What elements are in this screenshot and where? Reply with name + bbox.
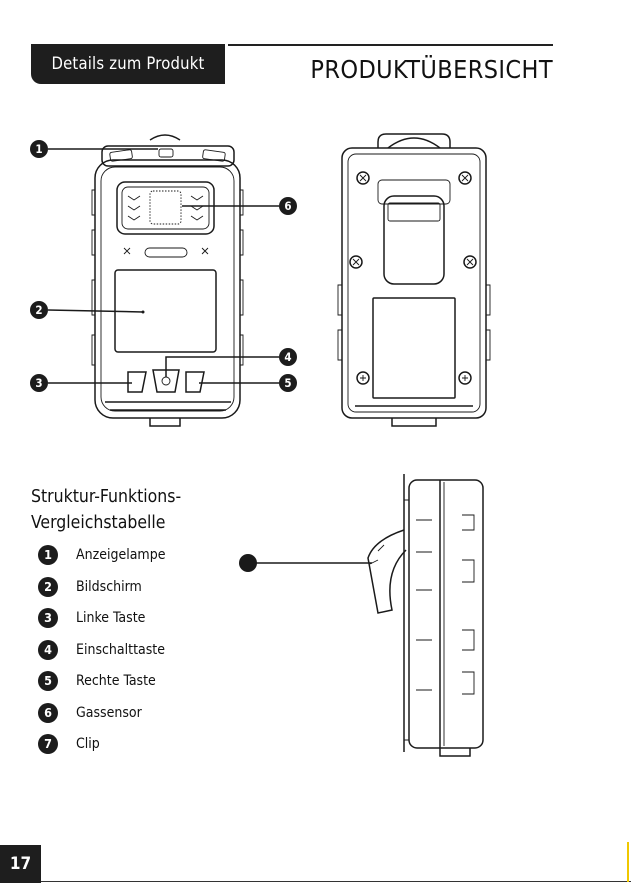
footer-accent-mark [627, 842, 629, 882]
component-legend: 1 Anzeigelampe 2 Bildschirm 3 Linke Taste 4… [38, 545, 165, 766]
callout-2: 2 [30, 301, 48, 319]
legend-item: 6 Gassensor [38, 703, 165, 735]
side-view-device [239, 474, 483, 756]
legend-item: 4 Einschalttaste [38, 640, 165, 672]
legend-number: 3 [38, 608, 58, 628]
front-view-device [48, 135, 279, 426]
legend-label: Einschalttaste [76, 640, 165, 660]
table-heading: Struktur-Funktions- Vergleichstabelle [31, 484, 181, 536]
callout-3: 3 [30, 374, 48, 392]
legend-item: 7 Clip [38, 734, 165, 766]
back-view-device [338, 134, 490, 426]
legend-number: 7 [38, 734, 58, 754]
footer-rule [41, 881, 631, 882]
legend-item: 5 Rechte Taste [38, 671, 165, 703]
legend-number: 5 [38, 671, 58, 691]
callout-6: 6 [279, 197, 297, 215]
legend-item: 3 Linke Taste [38, 608, 165, 640]
legend-item: 2 Bildschirm [38, 577, 165, 609]
legend-number: 1 [38, 545, 58, 565]
legend-item: 1 Anzeigelampe [38, 545, 165, 577]
callout-5: 5 [279, 374, 297, 392]
legend-label: Linke Taste [76, 608, 145, 628]
legend-label: Anzeigelampe [76, 545, 165, 565]
callout-4: 4 [279, 348, 297, 366]
table-heading-line-1: Struktur-Funktions- [31, 484, 181, 510]
table-heading-line-2: Vergleichstabelle [31, 510, 181, 536]
page-number: 17 [0, 845, 41, 883]
legend-label: Clip [76, 734, 100, 754]
legend-number: 6 [38, 703, 58, 723]
legend-number: 2 [38, 577, 58, 597]
legend-number: 4 [38, 640, 58, 660]
legend-label: Gassensor [76, 703, 142, 723]
legend-label: Bildschirm [76, 577, 142, 597]
callout-1: 1 [30, 140, 48, 158]
legend-label: Rechte Taste [76, 671, 156, 691]
